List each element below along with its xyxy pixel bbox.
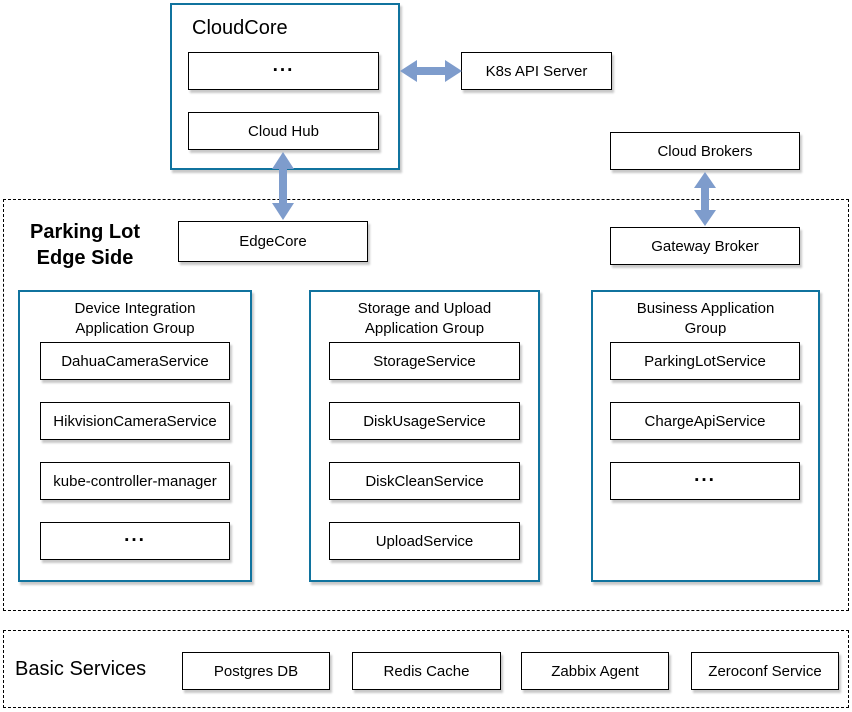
service-label: DiskCleanService xyxy=(365,472,484,490)
service-label: kube-controller-manager xyxy=(53,472,217,490)
group-title-line1: Storage and Upload xyxy=(357,300,492,317)
redis-cache-box: Redis Cache xyxy=(352,652,501,690)
cloudcore-other-modules-box: ... xyxy=(188,52,379,90)
charge-api-service-box: ChargeApiService xyxy=(610,402,800,440)
bidirectional-arrow-cloudcore-k8s xyxy=(400,60,462,82)
k8s-api-server-label: K8s API Server xyxy=(485,62,588,80)
cloud-brokers-label: Cloud Brokers xyxy=(657,142,753,160)
group-title-line2: Application Group xyxy=(75,320,195,337)
cloud-hub-box: Cloud Hub xyxy=(188,112,379,150)
service-label: ParkingLotService xyxy=(644,352,766,370)
service-label: DahuaCameraService xyxy=(61,352,209,370)
storage-service-box: StorageService xyxy=(329,342,520,380)
storage-upload-group-title: Storage and Upload Application Group xyxy=(311,299,538,339)
ellipsis-label: ... xyxy=(124,525,146,546)
edgecore-box: EdgeCore xyxy=(178,221,368,262)
service-label: StorageService xyxy=(373,352,476,370)
gateway-broker-label: Gateway Broker xyxy=(651,237,759,255)
kube-controller-manager-box: kube-controller-manager xyxy=(40,462,230,500)
bidirectional-arrow-cloudhub-edgecore xyxy=(272,152,294,220)
ellipsis-label: ... xyxy=(272,55,295,76)
device-group-more-box: ... xyxy=(40,522,230,560)
business-group-more-box: ... xyxy=(610,462,800,500)
edge-side-label-line1: Parking Lot xyxy=(29,221,140,243)
hikvision-camera-service-box: HikvisionCameraService xyxy=(40,402,230,440)
zeroconf-service-box: Zeroconf Service xyxy=(691,652,839,690)
group-title-line1: Device Integration xyxy=(74,300,196,317)
basic-services-label: Basic Services xyxy=(15,657,147,680)
service-label: HikvisionCameraService xyxy=(53,412,217,430)
zabbix-agent-box: Zabbix Agent xyxy=(521,652,669,690)
business-application-group-title: Business Application Group xyxy=(593,299,818,339)
service-label: ChargeApiService xyxy=(644,412,766,430)
k8s-api-server-box: K8s API Server xyxy=(461,52,612,90)
edge-side-label-line2: Edge Side xyxy=(36,247,134,269)
group-title-line2: Application Group xyxy=(364,320,485,337)
dahua-camera-service-box: DahuaCameraService xyxy=(40,342,230,380)
postgres-db-box: Postgres DB xyxy=(182,652,330,690)
cloudcore-title: CloudCore xyxy=(192,17,288,39)
service-label: DiskUsageService xyxy=(363,412,486,430)
gateway-broker-box: Gateway Broker xyxy=(610,227,800,265)
group-title-line1: Business Application xyxy=(636,300,775,317)
group-title-line2: Group xyxy=(684,320,727,337)
service-label: Zabbix Agent xyxy=(551,662,639,680)
device-integration-group-title: Device Integration Application Group xyxy=(20,299,250,339)
basic-services-dashed-container xyxy=(3,630,849,708)
service-label: Postgres DB xyxy=(213,662,299,680)
cloud-hub-label: Cloud Hub xyxy=(248,122,319,140)
edge-side-section-label: Parking Lot Edge Side xyxy=(10,219,160,271)
service-label: Zeroconf Service xyxy=(708,662,822,680)
edge-side-dashed-container xyxy=(3,199,849,611)
disk-usage-service-box: DiskUsageService xyxy=(329,402,520,440)
upload-service-box: UploadService xyxy=(329,522,520,560)
edgecore-label: EdgeCore xyxy=(239,233,307,250)
parking-lot-service-box: ParkingLotService xyxy=(610,342,800,380)
service-label: UploadService xyxy=(375,532,474,550)
bidirectional-arrow-cloudbrokers-gatewaybroker xyxy=(694,172,716,226)
ellipsis-label: ... xyxy=(694,465,716,486)
cloud-brokers-box: Cloud Brokers xyxy=(610,132,800,170)
disk-clean-service-box: DiskCleanService xyxy=(329,462,520,500)
service-label: Redis Cache xyxy=(383,662,470,680)
